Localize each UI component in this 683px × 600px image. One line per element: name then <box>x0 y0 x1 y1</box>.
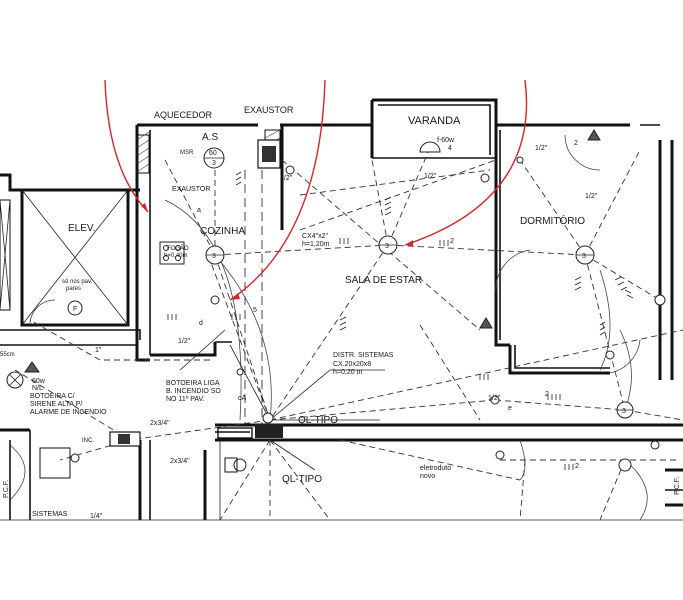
exhaust-fan-icon <box>257 139 281 169</box>
ceiling-light-as-icon <box>203 147 225 169</box>
fixture-60-label: 60 <box>209 150 217 157</box>
conduit-label-5: 1/2" <box>424 173 437 180</box>
fogao-height-label: h=0,40m <box>164 253 188 259</box>
letter-f-label: F <box>73 306 77 313</box>
pcf-label-right: P.C.F. <box>674 477 681 495</box>
cx-height-label: h=1,20m <box>302 241 330 248</box>
annotation-labels: MSR FOGÃO h=0,40m sô nos pav. pares CX4"… <box>0 137 681 520</box>
elevator-shaft <box>0 189 129 326</box>
exaustor-inner-label: EXAUSTOR <box>172 186 210 193</box>
fan-icon <box>67 300 83 316</box>
circuit-2-label-3: 2 <box>575 463 579 470</box>
walls <box>0 98 683 521</box>
eletroduto-label-1: eletroduto <box>420 465 451 472</box>
sirene-label-2: SIRENE ALTA P/ <box>30 401 82 408</box>
circuit-4-label: 4 <box>448 145 452 152</box>
conduit-label-9: 1/2" <box>280 175 293 182</box>
conduit-label-8: 1/2" <box>488 395 501 402</box>
conduit-runs <box>9 147 683 521</box>
luz-60w-label: 60w <box>32 378 46 385</box>
botoeira-label-3: NO 11º PAV. <box>166 396 205 403</box>
ceiling-light-sala-icon <box>378 235 398 255</box>
conduit-label-7: 1/2" <box>585 193 598 200</box>
fogao-label: FOGÃO <box>167 245 189 252</box>
fixture-3-label-1: 3 <box>212 160 216 167</box>
conduit-label-10: 1/4" <box>90 513 103 520</box>
sistemas-label: SISTEMAS <box>32 511 68 518</box>
conduit-label-2: 2x3/4" <box>170 458 190 465</box>
panel-distr-icon <box>217 427 253 439</box>
cozinha-label: COZINHA <box>200 226 245 237</box>
dormitorio-label: DORMITÓRIO <box>520 214 585 227</box>
dim-55-label: 55cm <box>0 352 15 358</box>
conduit-label-6: 1/2" <box>535 145 548 152</box>
room-labels: AQUECEDOR EXAUSTOR VARANDA A.S EXAUSTOR … <box>68 105 585 286</box>
ceiling-light-dormitorio-icon <box>575 245 595 265</box>
msr-label: MSR <box>180 150 194 156</box>
fixture-3-label-5: 3 <box>622 408 626 415</box>
ql-tipo-label-2: QL-TIPO <box>282 474 322 485</box>
fixture-3-label-3: 3 <box>385 243 389 250</box>
wall-light-left-icon <box>6 371 24 389</box>
conduit-label-3: 1" <box>95 347 102 354</box>
panel-ql-icon <box>255 412 283 438</box>
panel-inc-icon <box>39 431 238 479</box>
ql-feeders <box>179 329 385 520</box>
ceiling-light-cozinha-icon <box>205 245 225 265</box>
sirene-label-1: BOTOEIRA C/ <box>30 393 75 400</box>
red-leaders <box>104 79 528 301</box>
distr-label: DISTR. SISTEMAS <box>333 352 394 359</box>
ceiling-light-varanda-icon <box>419 141 441 153</box>
inc-label: INC. <box>82 438 94 444</box>
aquecedor-label: AQUECEDOR <box>154 110 213 120</box>
elev-note-1: sô nos pav. <box>62 279 93 285</box>
elev-label: ELEV. <box>68 223 95 234</box>
wire-ticks <box>167 171 634 470</box>
sala-label: SALA DE ESTAR <box>345 275 422 286</box>
botoeira-label-1: BOTOEIRA LIGA <box>166 380 220 387</box>
ql-tipo-label-1: QL-TIPO <box>298 415 338 426</box>
luz-nl-label: N/L <box>32 385 43 392</box>
varanda-label: VARANDA <box>408 115 461 127</box>
conduit-label-1: 2x3/4" <box>150 420 170 427</box>
eletroduto-label-2: novo <box>420 473 435 480</box>
letter-d-label: d <box>199 320 203 327</box>
cx-label: CX4"x2" <box>302 233 328 240</box>
ca-label: cA <box>238 395 247 402</box>
varanda-fixture-label: f-60w <box>437 137 455 144</box>
circuit-2-label-1: 2 <box>450 238 454 245</box>
botoeira-label-2: B. INCENDIO SÓ <box>166 386 221 395</box>
distr-h-label: h=0,20 m <box>333 369 363 376</box>
fixture-3-label-4: 3 <box>582 253 586 260</box>
circuit-2-label-2: 2 <box>545 391 549 398</box>
letter-e-label: e <box>508 405 512 412</box>
sirene-label-3: ALARME DE INCENDIO <box>30 409 107 416</box>
conduit-label-4: 1/2" <box>178 338 191 345</box>
fixtures <box>6 129 666 479</box>
distr-cx-label: CX.20x20x8 <box>333 361 371 368</box>
pcf-label: P.C.F. <box>3 480 10 498</box>
elev-note-2: pares <box>66 286 81 292</box>
stove-icon <box>159 241 185 265</box>
circuit-5-label: 5 <box>253 307 257 314</box>
fixture-3-label-2: 3 <box>212 253 216 260</box>
exaustor-top-label: EXAUSTOR <box>244 105 294 115</box>
letter-a-label: a <box>197 207 201 214</box>
circuit-2-label-4: 2 <box>574 140 578 147</box>
as-label: A.S <box>202 132 218 143</box>
